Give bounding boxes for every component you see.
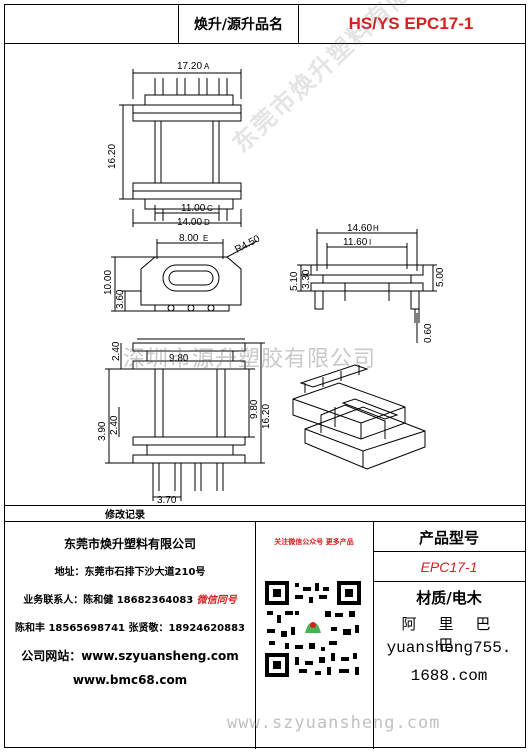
revision-label: 修改记录 [105, 510, 145, 521]
dim-side-h2: 3.30 [301, 269, 312, 289]
dim-mid-h2: 3.60 [115, 289, 126, 309]
dim-tag-E: E [203, 234, 208, 243]
dim-bot-pitch: 3.70 [157, 495, 177, 505]
qr-code-icon[interactable] [265, 581, 361, 677]
product-info: 产品型号 EPC17-1 材质/电木 阿里巴巴 yuansheng755. 16… [373, 521, 525, 749]
dim-pin-dia: 0.60 [423, 323, 434, 343]
qr-caption: 关注微信公众号 更多产品 [274, 538, 354, 546]
company-website-2[interactable]: www.bmc68.com [72, 673, 188, 687]
model-value: EPC17-1 [420, 559, 478, 575]
dim-mid-slot: 8.00 [179, 233, 199, 244]
company-address: 地址：东莞市石排下沙大道210号 [54, 567, 206, 578]
dim-bot-t1: 2.40 [111, 341, 122, 361]
company-name: 东莞市焕升塑料有限公司 [63, 537, 196, 551]
company-watermark: 深圳市源升塑胶有限公司 [123, 347, 377, 372]
dim-top-height: 16.20 [107, 144, 118, 169]
side-view [297, 229, 437, 343]
dim-side-w2: 11.60 [343, 237, 368, 248]
company-website[interactable]: 公司网站：www.szyuansheng.com [21, 649, 239, 663]
divider [5, 521, 525, 522]
dim-bot-total: 16.20 [261, 404, 272, 429]
dim-top-width: 17.20 [177, 61, 202, 72]
qr-section: 关注微信公众号 更多产品 [255, 521, 374, 749]
dim-tag-A: A [204, 62, 210, 71]
technical-drawing: 17.20 A 16.20 11.00 C 14.00 D 8.00 E R4.… [5, 0, 525, 505]
dim-bot-inner: 9.80 [169, 353, 189, 364]
wechat-note: 微信同号 [196, 595, 237, 606]
company-contact-2: 陈和丰 18565698741 张贤敬：18924620883 [14, 623, 246, 634]
front-view [111, 239, 258, 312]
dim-mid-radius: R4.50 [233, 233, 262, 255]
product-name-label: 焕升/源升品名 [178, 5, 299, 43]
dim-bot-w: 9.80 [249, 399, 260, 419]
divider [5, 505, 525, 506]
dim-side-h1: 5.10 [289, 271, 300, 291]
dim-side-h3: 5.00 [435, 267, 446, 287]
dim-tag-H: H [373, 224, 379, 233]
isometric-view [292, 364, 426, 470]
dim-mid-h1: 10.00 [103, 270, 114, 295]
dim-top-outer: 14.00 [177, 217, 202, 228]
bottom-view [105, 338, 265, 501]
model-label: 产品型号 [418, 529, 479, 547]
part-number: HS/YS EPC17-1 [348, 14, 474, 33]
material-label: 材质/电木 [416, 589, 482, 607]
divider [5, 43, 525, 44]
company-contact-1: 业务联系人：陈和健 18682364083 微信同号 [5, 591, 255, 606]
store-url-2[interactable]: 1688.com [410, 667, 488, 685]
dim-bot-h: 3.90 [97, 421, 108, 441]
contact-1-text: 业务联系人：陈和健 18682364083 [23, 595, 194, 606]
company-info: 东莞市焕升塑料有限公司 地址：东莞市石排下沙大道210号 业务联系人：陈和健 1… [5, 521, 256, 749]
dim-top-inner: 11.00 [181, 203, 206, 214]
url-watermark: www.szyuansheng.com [227, 713, 441, 733]
dim-tag-I: I [369, 238, 371, 247]
drawing-canvas: 17.20 A 16.20 11.00 C 14.00 D 8.00 E R4.… [97, 61, 446, 505]
dim-tag-C: C [207, 204, 213, 213]
drawing-sheet: 焕升/源升品名 HS/YS EPC17-1 [4, 0, 526, 749]
title-block: 东莞市焕升塑料有限公司 地址：东莞市石排下沙大道210号 业务联系人：陈和健 1… [5, 521, 525, 749]
store-url-1[interactable]: yuansheng755. [386, 639, 512, 657]
top-view [119, 69, 242, 227]
dim-bot-h2: 2.40 [109, 415, 120, 435]
title-bar: 焕升/源升品名 HS/YS EPC17-1 [5, 5, 525, 43]
dim-tag-D: D [204, 218, 210, 227]
revision-row: 修改记录 [5, 505, 525, 521]
dim-side-w1: 14.60 [347, 223, 372, 234]
alibaba-label: 阿里巴巴 [401, 615, 513, 654]
